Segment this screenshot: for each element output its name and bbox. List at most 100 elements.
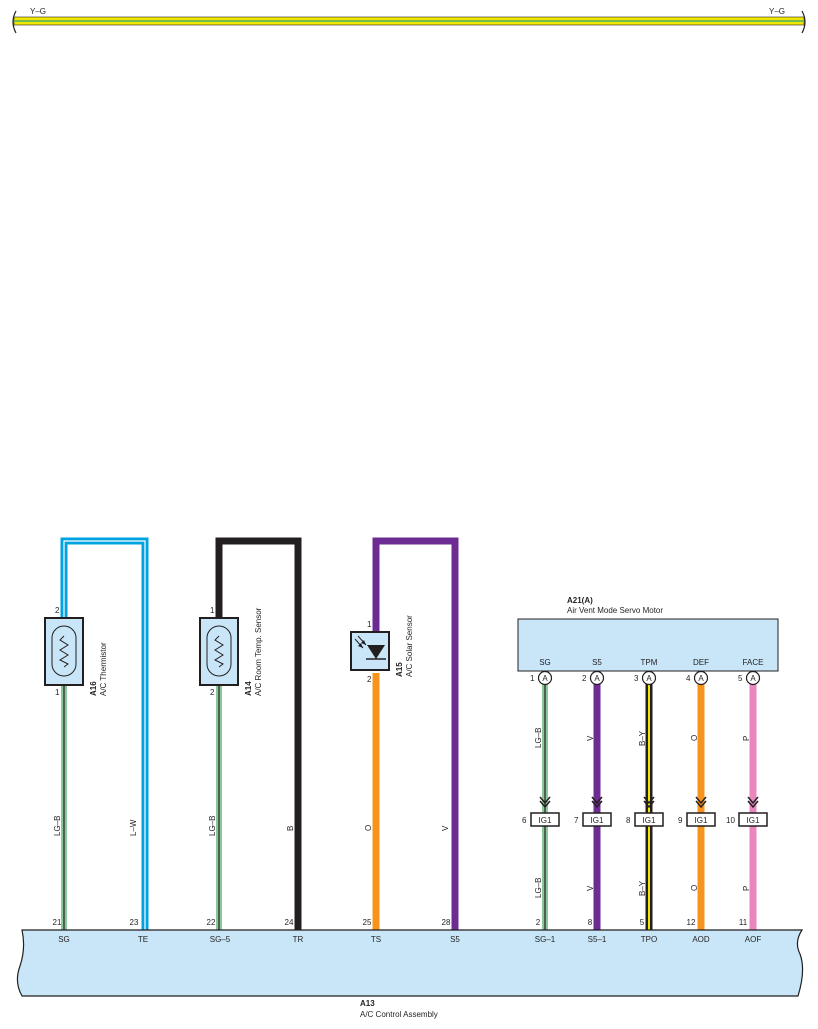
wire-label-s5: V — [441, 825, 450, 831]
servo-wire-label: V — [586, 735, 595, 741]
connector-arrow-icon — [695, 796, 707, 809]
servo-pin-label: FACE — [743, 658, 764, 667]
sensor-a15: 1 2 A15 A/C Solar Sensor — [350, 615, 414, 684]
wire-label-te: L–W — [129, 819, 138, 836]
ecu-pin-11: 11 — [739, 918, 748, 927]
ecu-term-sg1: SG–1 — [535, 935, 556, 944]
ecu-pin-22: 22 — [207, 918, 216, 927]
photodiode-icon — [354, 635, 386, 660]
ecu-term-sg: SG — [58, 935, 70, 944]
servo-pin-num: 3 — [634, 674, 639, 683]
servo-pin-num: 5 — [738, 674, 743, 683]
ecu-pin-8: 8 — [588, 918, 593, 927]
ecu-pin-23: 23 — [130, 918, 139, 927]
servo-wire-label: LG–B — [534, 728, 543, 748]
servo-name: Air Vent Mode Servo Motor — [567, 606, 663, 615]
a15-pin-top: 1 — [367, 620, 372, 629]
ecu-term-ts: TS — [371, 935, 381, 944]
bus-label-right: Y–G — [769, 7, 785, 16]
connector-letter: A — [542, 674, 548, 683]
ecu-pin-12: 12 — [687, 918, 696, 927]
ecu-term-aof: AOF — [745, 935, 762, 944]
sensor-a14: 1 2 A14 A/C Room Temp. Sensor — [199, 606, 263, 697]
ecu-code: A13 — [360, 999, 375, 1008]
servo-pin-def: DEF 4 A O 9 IG1 O — [678, 658, 716, 891]
servo-pin-label: TPM — [641, 658, 658, 667]
servo-motor-a21: A21(A) Air Vent Mode Servo Motor — [517, 596, 779, 672]
a16-pin-bottom: 1 — [55, 688, 60, 697]
servo-wire-label-lower: B–Y — [638, 880, 647, 896]
top-bus-wire: Y–G Y–G — [12, 7, 806, 34]
servo-wire-label: P — [742, 736, 751, 741]
a14-pin-top: 1 — [210, 606, 215, 615]
conn-pin: 7 — [574, 816, 579, 825]
conn-name: IG1 — [747, 816, 760, 825]
connector-letter: A — [594, 674, 600, 683]
a15-code: A15 — [395, 662, 404, 677]
wire-label-ts: O — [364, 825, 373, 831]
a16-pin-top: 2 — [55, 606, 60, 615]
ecu-box — [16, 929, 804, 997]
ecu-term-te: TE — [138, 935, 148, 944]
connector-letter: A — [698, 674, 704, 683]
a16-code: A16 — [89, 681, 98, 696]
servo-wire-label: B–Y — [638, 730, 647, 746]
ecu-name: A/C Control Assembly — [360, 1010, 438, 1019]
ecu-term-s51: S5–1 — [588, 935, 607, 944]
ecu-a13: A13 A/C Control Assembly — [16, 929, 804, 1019]
wire-a16-loop — [60, 537, 149, 930]
conn-pin: 6 — [522, 816, 527, 825]
wire-label-sg: LG–B — [53, 816, 62, 836]
ecu-pin-5: 5 — [640, 918, 645, 927]
servo-pin-face: FACE 5 A P 10 IG1 P — [726, 658, 768, 891]
connector-arrow-icon — [643, 796, 655, 809]
conn-name: IG1 — [695, 816, 708, 825]
a14-pin-bottom: 2 — [210, 688, 215, 697]
connector-letter: A — [646, 674, 652, 683]
ecu-pin-2: 2 — [536, 918, 541, 927]
ecu-term-tpo: TPO — [641, 935, 657, 944]
a16-name: A/C Thermistor — [99, 642, 108, 696]
conn-pin: 10 — [726, 816, 735, 825]
conn-pin: 9 — [678, 816, 683, 825]
conn-name: IG1 — [643, 816, 656, 825]
bus-left-break — [12, 10, 17, 34]
servo-pin-tpm: TPM 3 A B–Y 8 IG1 B–Y — [626, 658, 664, 896]
sensor-a16: 2 1 A16 A/C Thermistor — [44, 606, 108, 697]
servo-pin-label: SG — [539, 658, 551, 667]
thermistor-icon — [51, 625, 77, 677]
servo-pin-sg: SG 1 A LG–B 6 IG1 LG–B — [522, 658, 560, 898]
servo-pin-num: 4 — [686, 674, 691, 683]
ecu-term-tr: TR — [293, 935, 304, 944]
a14-code: A14 — [244, 681, 253, 696]
ecu-term-aod: AOD — [692, 935, 710, 944]
servo-code: A21(A) — [567, 596, 593, 605]
servo-wire-label-lower: P — [742, 886, 751, 891]
servo-pin-label: S5 — [592, 658, 602, 667]
ecu-pin-25: 25 — [363, 918, 372, 927]
ecu-pin-24: 24 — [285, 918, 294, 927]
wire-a15-loop — [372, 537, 459, 930]
a15-pin-bottom: 2 — [367, 675, 372, 684]
connector-arrow-icon — [747, 796, 759, 809]
servo-wire-label-lower: LG–B — [534, 878, 543, 898]
wire-label-sg5: LG–B — [208, 816, 217, 836]
wire-a14-loop — [215, 537, 302, 930]
thermistor-icon — [206, 625, 232, 677]
servo-pin-num: 2 — [582, 674, 587, 683]
connector-letter: A — [750, 674, 756, 683]
connector-arrow-icon — [539, 796, 551, 809]
conn-pin: 8 — [626, 816, 631, 825]
servo-wire-label: O — [690, 735, 699, 741]
servo-wire-label-lower: O — [690, 885, 699, 891]
ecu-pin-28: 28 — [442, 918, 451, 927]
servo-pin-num: 1 — [530, 674, 535, 683]
servo-pin-label: DEF — [693, 658, 709, 667]
servo-pin-s5: S5 2 A V 7 IG1 V — [574, 658, 612, 891]
ecu-term-sg5: SG–5 — [210, 935, 231, 944]
bus-right-break — [801, 10, 806, 34]
servo-wire-label-lower: V — [586, 885, 595, 891]
a15-name: A/C Solar Sensor — [405, 615, 414, 677]
conn-name: IG1 — [591, 816, 604, 825]
ecu-pin-21: 21 — [53, 918, 62, 927]
